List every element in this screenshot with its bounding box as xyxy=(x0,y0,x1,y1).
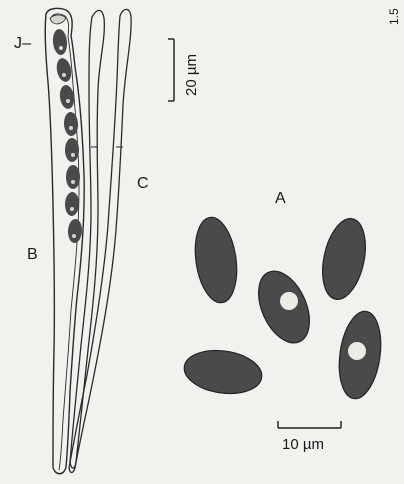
free-spore xyxy=(190,215,242,306)
free-spore xyxy=(316,215,372,304)
spore-oil-drop xyxy=(59,46,63,50)
edge-cropped-text: 1.5 xyxy=(388,8,400,25)
ascospore xyxy=(65,192,80,216)
label-c: C xyxy=(137,176,149,192)
scale-label-10um: 10 µm xyxy=(282,437,324,452)
ascospore xyxy=(66,165,80,189)
spore-oil-drop xyxy=(280,292,298,310)
spore-oil-drop xyxy=(71,180,75,184)
ascospore xyxy=(65,138,79,162)
spore-oil-drop xyxy=(66,99,70,103)
spore-oil-drop xyxy=(70,207,74,211)
free-ascospores-a xyxy=(181,215,385,402)
label-j: J– xyxy=(14,36,31,52)
ascospore xyxy=(67,219,82,244)
ascus-b xyxy=(45,8,84,473)
spore-oil-drop xyxy=(348,342,366,360)
label-a: A xyxy=(275,191,286,207)
spore-oil-drop xyxy=(62,73,66,77)
spore-oil-drop xyxy=(72,234,76,238)
ascus-b-apex xyxy=(50,15,66,24)
spore-oil-drop xyxy=(69,126,73,130)
free-spore xyxy=(181,346,264,398)
label-b: B xyxy=(27,247,38,263)
scale-bar-10um xyxy=(278,421,341,428)
ascospore xyxy=(52,28,68,55)
scale-label-20um: 20 µm xyxy=(184,54,199,96)
scale-bar-20um xyxy=(168,39,174,101)
ascospore xyxy=(55,57,74,83)
spore-oil-drop xyxy=(71,153,75,157)
